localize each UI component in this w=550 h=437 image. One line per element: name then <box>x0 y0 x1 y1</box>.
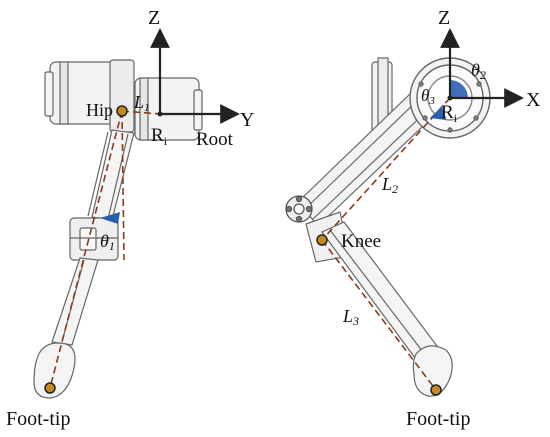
link-l1-label: L1 <box>133 92 150 114</box>
right-x-label: X <box>526 89 541 111</box>
left-view: Z Y Hip L1 Ri Root θ1 Foot-tip <box>6 7 254 430</box>
theta2-angle-marker <box>450 80 468 98</box>
knee-gear <box>285 195 313 223</box>
link-l2-label: L2 <box>381 174 398 196</box>
hip-joint-dot <box>116 105 128 117</box>
hip-label: Hip <box>86 100 113 120</box>
left-thigh <box>87 129 135 221</box>
link-l3-label: L3 <box>342 306 359 328</box>
right-origin-dot <box>447 95 453 101</box>
theta3-label: θ3 <box>421 86 435 107</box>
right-origin-label: Ri <box>441 102 458 125</box>
theta1-label: θ1 <box>100 231 115 253</box>
right-foot-tip-label: Foot-tip <box>406 408 470 430</box>
hip-motor <box>44 59 135 133</box>
root-label: Root <box>196 129 234 150</box>
right-z-label: Z <box>438 7 450 29</box>
left-origin-label: Ri <box>151 125 168 148</box>
left-y-label: Y <box>240 109 254 131</box>
left-axes <box>150 28 240 124</box>
right-foot-tip-dot <box>430 384 442 396</box>
left-shin <box>51 257 99 346</box>
root-motor <box>134 77 203 141</box>
knee-joint-dot <box>316 234 328 246</box>
theta2-label: θ2 <box>471 60 486 82</box>
left-origin-dot <box>157 111 163 117</box>
left-foot-tip-label: Foot-tip <box>6 408 70 430</box>
theta1-angle-marker <box>100 212 120 224</box>
right-view: Z X θ2 θ3 Ri L2 Knee L3 Foot-tip <box>285 7 541 430</box>
knee-label: Knee <box>341 231 381 252</box>
left-z-label: Z <box>148 7 160 29</box>
left-foot-tip-dot <box>44 382 56 394</box>
right-axes <box>440 28 524 108</box>
right-dashed-links <box>321 97 451 391</box>
theta3-angle-marker <box>430 106 446 120</box>
left-dashed-links <box>49 110 161 389</box>
